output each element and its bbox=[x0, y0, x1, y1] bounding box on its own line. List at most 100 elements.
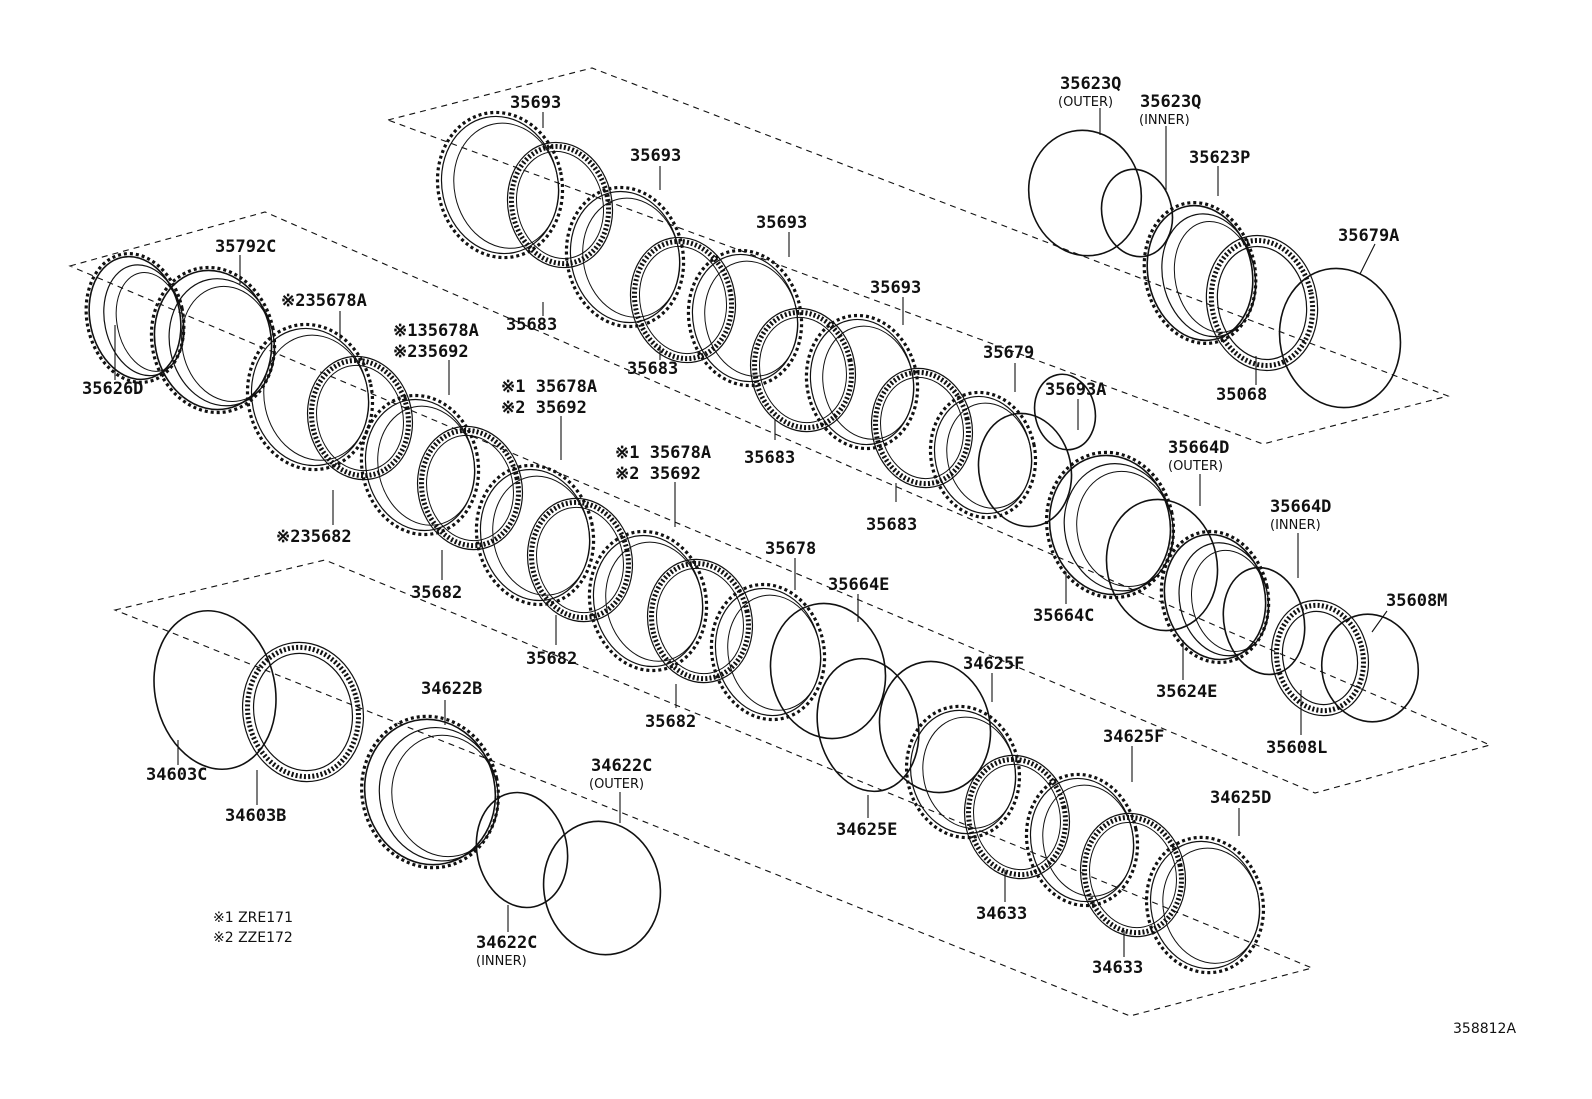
ring-part-28 bbox=[769, 602, 887, 740]
part-label-35692-b: ※2 35692 bbox=[501, 398, 587, 418]
part-label-35664E: 35664E bbox=[828, 575, 889, 595]
leader-lines bbox=[114, 108, 1388, 957]
part-sublabel-34622C-inner: (INNER) bbox=[476, 954, 527, 969]
ring-part-13 bbox=[1100, 168, 1174, 258]
part-sublabel-35664D-outer: (OUTER) bbox=[1168, 459, 1223, 474]
part-label-35624E: 35624E bbox=[1156, 682, 1217, 702]
ring-part-40 bbox=[1079, 812, 1187, 938]
ring-part-9 bbox=[928, 390, 1038, 520]
part-label-35682-a: ※235682 bbox=[276, 527, 352, 547]
ring-part-23 bbox=[474, 463, 596, 607]
ring-part-16 bbox=[1278, 267, 1402, 409]
part-label-35683-b: 35683 bbox=[627, 359, 678, 379]
part-label-35682-d: 35682 bbox=[645, 712, 696, 732]
ring-part-4 bbox=[629, 236, 737, 364]
part-label-35664D-inner: 35664D bbox=[1270, 497, 1331, 517]
part-label-35683-c: 35683 bbox=[744, 448, 795, 468]
part-label-34625D: 34625D bbox=[1210, 788, 1271, 808]
part-label-35626D: 35626D bbox=[82, 379, 143, 399]
part-label-35679: 35679 bbox=[983, 343, 1034, 363]
part-label-35682-c: 35682 bbox=[526, 649, 577, 669]
part-label-34622B: 34622B bbox=[421, 679, 482, 699]
ring-part-11 bbox=[1033, 373, 1097, 451]
part-label-35792C: 35792C bbox=[215, 237, 276, 257]
part-label-35678A-c: ※1 35678A bbox=[501, 377, 597, 397]
part-label-35679A: 35679A bbox=[1338, 226, 1399, 246]
ring-part-10 bbox=[977, 412, 1073, 528]
part-sublabel-35623Q-inner: (INNER) bbox=[1139, 113, 1190, 128]
ring-part-30 bbox=[878, 660, 992, 794]
part-label-35693-a: 35693 bbox=[510, 93, 561, 113]
ring-part-18 bbox=[149, 265, 277, 415]
ring-part-37 bbox=[904, 704, 1022, 840]
ring-part-32 bbox=[1105, 498, 1219, 632]
ring-part-7 bbox=[804, 313, 920, 451]
part-label-34622C-outer: 34622C bbox=[591, 756, 652, 776]
part-label-35623Q-outer: 35623Q bbox=[1060, 74, 1121, 94]
ring-part-29 bbox=[816, 657, 920, 793]
part-label-35608L: 35608L bbox=[1266, 738, 1327, 758]
ring-part-6 bbox=[749, 307, 857, 433]
part-label-35623P: 35623P bbox=[1189, 148, 1250, 168]
part-label-35068: 35068 bbox=[1216, 385, 1267, 405]
part-label-34603C: 34603C bbox=[146, 765, 207, 785]
ring-part-26 bbox=[646, 558, 754, 684]
ring-part-38 bbox=[963, 754, 1071, 880]
ring-part-44 bbox=[360, 714, 500, 870]
ring-part-45 bbox=[475, 791, 569, 909]
group-outline-lower bbox=[113, 559, 1314, 1017]
ring-part-46 bbox=[542, 820, 662, 956]
ring-part-12 bbox=[1027, 129, 1143, 257]
group-outline-middle bbox=[68, 211, 1492, 794]
part-label-35623Q-inner: 35623Q bbox=[1140, 92, 1201, 112]
ring-part-8 bbox=[870, 367, 974, 489]
part-label-34625F-a: 34625F bbox=[963, 654, 1024, 674]
ring-parts bbox=[84, 110, 1420, 975]
part-label-35683-d: 35683 bbox=[866, 515, 917, 535]
part-label-35678: 35678 bbox=[765, 539, 816, 559]
part-label-35678A-a: ※235678A bbox=[281, 291, 367, 311]
part-label-35682-b: 35682 bbox=[411, 583, 462, 603]
part-label-35693A: 35693A bbox=[1045, 380, 1106, 400]
part-label-35693-d: 35693 bbox=[870, 278, 921, 298]
part-label-34633-a: 34633 bbox=[976, 904, 1027, 924]
ring-part-25 bbox=[587, 529, 709, 673]
ring-part-17 bbox=[84, 252, 186, 384]
ring-part-39 bbox=[1024, 772, 1140, 908]
model-note-2: ※2 ZZE172 bbox=[213, 930, 293, 946]
part-label-35683-a: 35683 bbox=[506, 315, 557, 335]
ring-part-42 bbox=[153, 609, 277, 771]
ring-part-15 bbox=[1205, 234, 1319, 372]
ring-part-35 bbox=[1270, 599, 1370, 717]
ring-part-22 bbox=[416, 425, 524, 551]
part-label-34625E: 34625E bbox=[836, 820, 897, 840]
model-note-1: ※1 ZRE171 bbox=[213, 910, 293, 926]
part-sublabel-34622C-outer: (OUTER) bbox=[589, 777, 644, 792]
part-labels: 35693 35693 35693 35693 35683 35683 3568… bbox=[82, 74, 1447, 978]
ring-part-14 bbox=[1142, 201, 1258, 345]
part-sublabel-35623Q-outer: (OUTER) bbox=[1058, 95, 1113, 110]
group-outline-upper bbox=[386, 67, 1450, 445]
part-label-35664D-outer: 35664D bbox=[1168, 438, 1229, 458]
part-label-35664C: 35664C bbox=[1033, 606, 1094, 626]
part-label-34633-b: 34633 bbox=[1092, 958, 1143, 978]
part-sublabel-35664D-inner: (INNER) bbox=[1270, 518, 1321, 533]
part-label-34603B: 34603B bbox=[225, 806, 286, 826]
ring-part-41 bbox=[1144, 835, 1266, 975]
part-label-35678A-b: ※135678A bbox=[393, 321, 479, 341]
ring-part-2 bbox=[506, 141, 614, 269]
ring-part-20 bbox=[306, 355, 414, 481]
part-label-35692-c: ※2 35692 bbox=[615, 464, 701, 484]
diagram-reference-number: 358812A bbox=[1453, 1021, 1516, 1037]
ring-part-1 bbox=[435, 110, 565, 260]
ring-part-36 bbox=[1320, 613, 1420, 723]
ring-part-43 bbox=[241, 641, 365, 783]
ring-part-24 bbox=[526, 497, 634, 623]
part-label-35678A-d: ※1 35678A bbox=[615, 443, 711, 463]
part-label-35693-c: 35693 bbox=[756, 213, 807, 233]
part-label-34625F-b: 34625F bbox=[1103, 727, 1164, 747]
ring-part-27 bbox=[709, 582, 827, 722]
part-label-35693-b: 35693 bbox=[630, 146, 681, 166]
